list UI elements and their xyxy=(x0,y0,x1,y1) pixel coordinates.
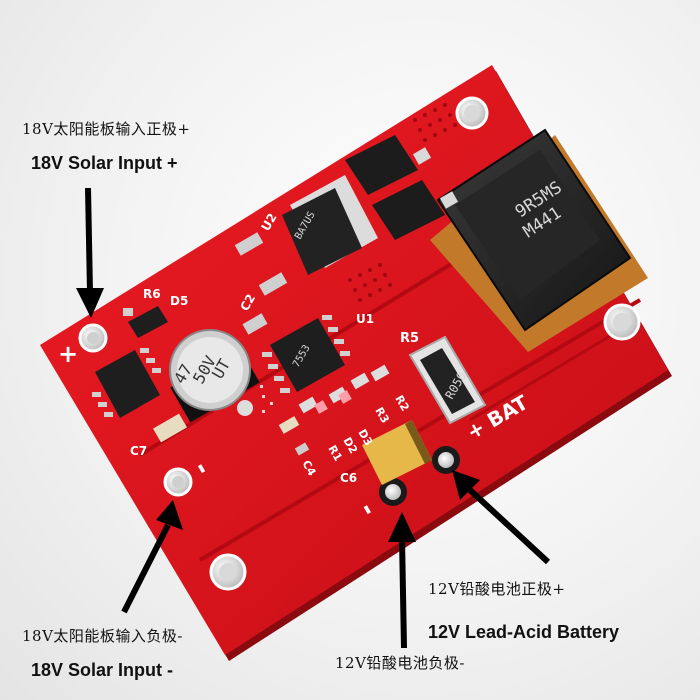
label-solar-negative-cn: 18V太阳能板输入负极- xyxy=(22,627,183,645)
arrow-solar-positive xyxy=(76,187,104,318)
tantalum-capacitor-c6 xyxy=(362,420,432,485)
label-battery-negative-cn: 12V铅酸电池负极- xyxy=(335,654,465,672)
silk-plus: + xyxy=(58,340,78,368)
arrow-solar-negative xyxy=(121,500,183,614)
arrow-battery-positive xyxy=(452,470,551,565)
battery-positive-terminal xyxy=(432,446,460,474)
silk-d5: D5 xyxy=(170,294,188,308)
label-solar-negative-en: 18V Solar Input - xyxy=(31,660,174,680)
annotation-arrows xyxy=(76,187,551,649)
silk-c6: C6 xyxy=(340,471,357,485)
ic-left xyxy=(92,348,161,418)
electrolytic-capacitor: 47 50V UT xyxy=(169,329,260,423)
mounting-holes xyxy=(209,96,641,591)
label-battery-en: 12V Lead-Acid Battery xyxy=(428,622,620,642)
shunt-resistor-r5: R050 xyxy=(408,335,487,425)
transistor-top-2 xyxy=(372,180,459,240)
label-battery-positive-cn: 12V铅酸电池正极+ xyxy=(428,580,566,598)
transistor-top-1 xyxy=(345,135,432,195)
power-inductor: 9R5MS M441 xyxy=(430,128,648,352)
label-solar-positive-en: 18V Solar Input + xyxy=(31,153,178,173)
regulator-u2: BA7US xyxy=(234,175,378,296)
via-field xyxy=(348,103,457,302)
battery-negative-terminal xyxy=(379,478,407,506)
smd-parts xyxy=(123,306,390,456)
silk-c7: C7 xyxy=(130,444,147,458)
solar-negative-terminal xyxy=(163,467,193,497)
arrow-battery-negative xyxy=(388,512,416,649)
ic-u1: 7553 xyxy=(262,315,350,393)
silk-u1: U1 xyxy=(356,312,374,326)
silk-r6: R6 xyxy=(143,287,161,301)
solar-positive-terminal xyxy=(78,323,108,353)
silk-r5: R5 xyxy=(400,331,419,346)
label-solar-positive-cn: 18V太阳能板输入正极+ xyxy=(22,120,191,138)
